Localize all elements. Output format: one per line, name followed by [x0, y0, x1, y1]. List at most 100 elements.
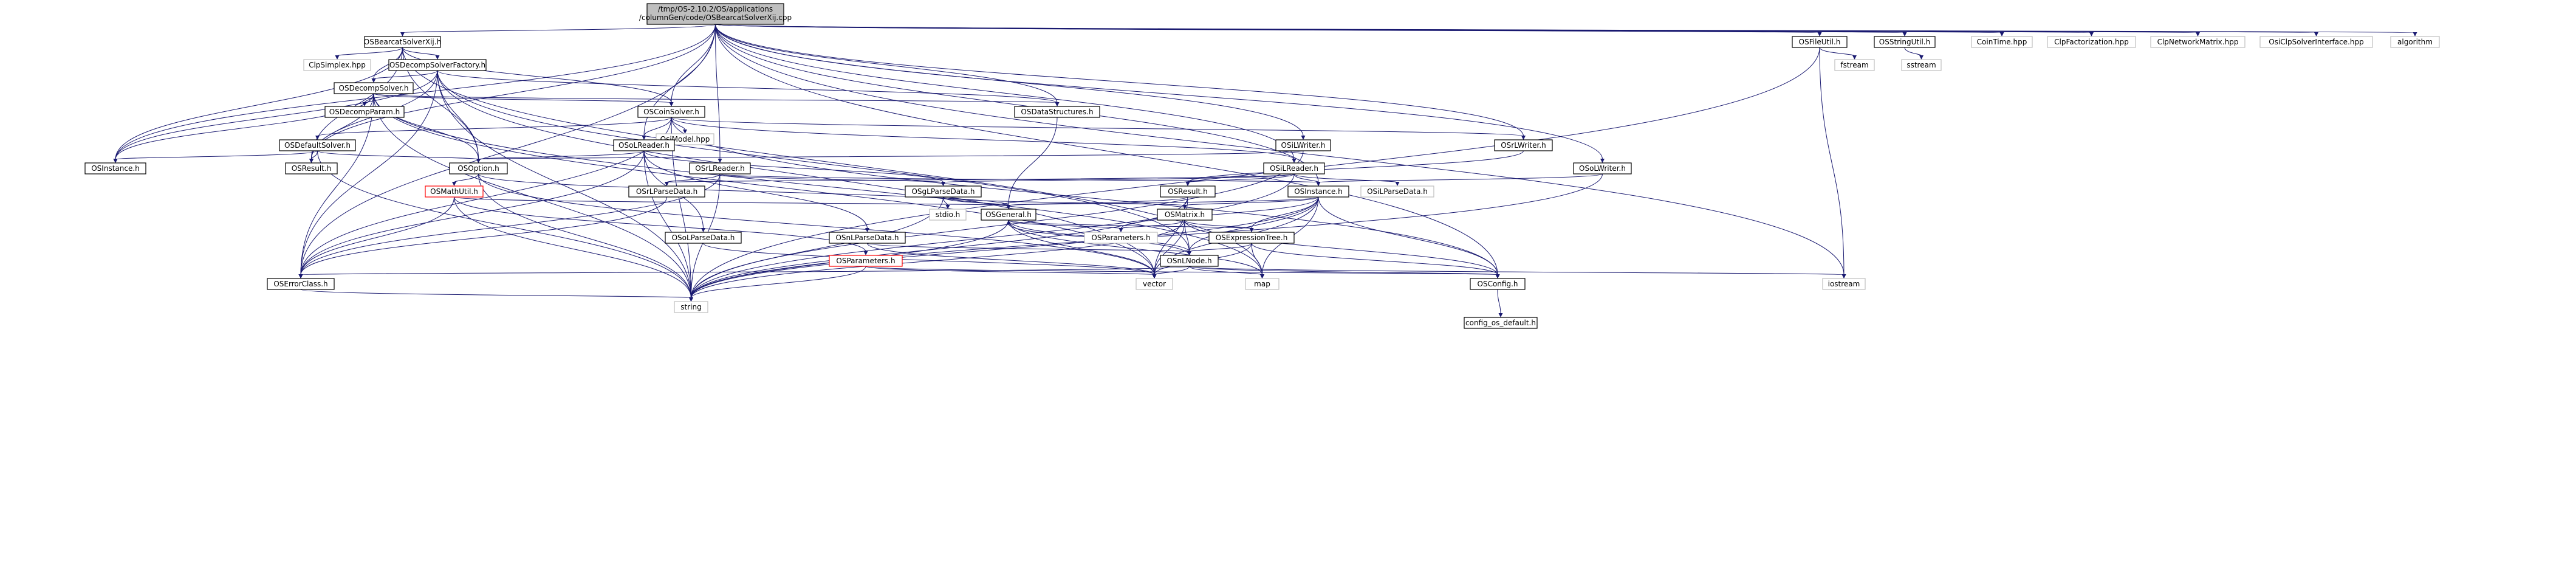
node-root[interactable]: /tmp/OS-2.10.2/OS/applications/columnGen…: [639, 3, 792, 25]
edge-arrowhead: [1152, 274, 1157, 278]
node-label: /columnGen/code/OSBearcatSolverXij.cpp: [639, 13, 792, 22]
node-box: [1263, 162, 1325, 174]
node-osdefaultsolver-h[interactable]: OSDefaultSolver.h: [279, 139, 356, 151]
edge: [300, 196, 667, 275]
node-osrlparsedata-h[interactable]: OSrLParseData.h: [628, 185, 705, 198]
edge: [115, 24, 716, 160]
node-map: map: [1245, 278, 1279, 290]
node-box: [2259, 36, 2373, 48]
edge-arrowhead: [113, 159, 118, 163]
edge: [373, 93, 672, 103]
node-osbearcatsolverxij-h[interactable]: OSBearcatSolverXij.h: [364, 36, 441, 48]
edge-arrowhead: [1395, 182, 1400, 186]
node-osdecompsolver-h[interactable]: OSDecompSolver.h: [334, 82, 414, 94]
node-osconfig-h[interactable]: OSConfig.h: [1470, 278, 1526, 290]
edge: [1187, 173, 1295, 183]
edge-arrowhead: [718, 159, 722, 163]
edge: [1251, 243, 1262, 275]
edge: [1189, 266, 1498, 275]
node-osdecompsolverfactory-h[interactable]: OSDecompSolverFactory.h: [388, 59, 487, 71]
edge: [437, 70, 691, 299]
edge: [1318, 196, 1498, 275]
node-osmathutil-h[interactable]: OSMathUtil.h: [425, 185, 484, 198]
edge-arrowhead: [1006, 220, 1011, 224]
node-box: [1275, 139, 1331, 151]
edge: [1184, 219, 1252, 229]
node-osgeneral-h[interactable]: OSGeneral.h: [981, 209, 1036, 221]
edge: [1819, 47, 1845, 275]
node-osinstance-h-left[interactable]: OSInstance.h: [84, 162, 146, 174]
edge: [1189, 243, 1252, 252]
edge-arrowhead: [1498, 313, 1503, 317]
node-label: OSBearcatSolverXij.h: [364, 38, 441, 46]
edge: [1120, 219, 1185, 229]
edge: [437, 70, 1058, 103]
node-osnlparsedata-h[interactable]: OSnLParseData.h: [829, 232, 906, 244]
edge: [691, 196, 944, 299]
node-box: [613, 139, 675, 151]
edge: [1293, 173, 1398, 183]
edge: [643, 150, 691, 299]
node-osdatastructures-h[interactable]: OSDataStructures.h: [1014, 106, 1100, 118]
node-box: [981, 209, 1036, 221]
edge: [478, 150, 1304, 160]
node-clpnetworkmatrix-hpp: ClpNetworkMatrix.hpp: [2150, 36, 2245, 48]
edge: [715, 24, 1058, 103]
node-osfileutil-h[interactable]: OSFileUtil.h: [1792, 36, 1848, 48]
node-label: ClpNetworkMatrix.hpp: [2157, 38, 2239, 46]
edge: [115, 47, 403, 160]
node-box: [829, 255, 903, 267]
node-osdecompparam-h[interactable]: OSDecompParam.h: [324, 106, 405, 118]
node-box: [1494, 139, 1553, 151]
edge: [715, 24, 1905, 33]
node-osoption-h[interactable]: OSOption.h: [449, 162, 508, 174]
node-osinstance-h[interactable]: OSInstance.h: [1287, 185, 1349, 198]
node-box: [1470, 278, 1526, 290]
node-osexpressiontree-h[interactable]: OSExpressionTree.h: [1208, 232, 1295, 244]
edge-arrowhead: [1118, 228, 1123, 232]
node-box: [364, 36, 441, 48]
edge: [666, 173, 1295, 183]
node-box: [689, 162, 751, 174]
node-osilwriter-h[interactable]: OSiLWriter.h: [1275, 139, 1331, 151]
node-osolreader-h[interactable]: OSoLReader.h: [613, 139, 675, 151]
node-osmatrix-h[interactable]: OSMatrix.h: [1157, 209, 1213, 221]
edge: [865, 266, 1498, 275]
node-osnlnode-h[interactable]: OSnLNode.h: [1160, 255, 1219, 267]
node-box: [449, 162, 508, 174]
edge-arrowhead: [665, 182, 669, 186]
edge-arrowhead: [1185, 182, 1190, 186]
node-box: [388, 59, 487, 71]
edge-arrowhead: [1919, 55, 1923, 60]
node-osresult-h[interactable]: OSResult.h: [1160, 185, 1216, 198]
node-clpfactorization-hpp: ClpFactorization.hpp: [2047, 36, 2136, 48]
node-cointime-hpp: CoinTime.hpp: [1971, 36, 2033, 48]
edge: [943, 173, 1295, 183]
edge: [715, 24, 2416, 33]
node-box: [1901, 59, 1942, 71]
node-box: [829, 232, 906, 244]
node-box: [1464, 317, 1538, 329]
node-box: [425, 185, 484, 198]
node-osparameters-h[interactable]: OSParameters.h: [829, 255, 903, 267]
node-osresult-h-left[interactable]: OSResult.h: [285, 162, 338, 174]
node-label: OSoLReader.h: [618, 141, 670, 150]
edge: [478, 173, 691, 299]
node-osglparsedata-h[interactable]: OSgLParseData.h: [905, 185, 982, 198]
node-osstringutil-h[interactable]: OSStringUtil.h: [1874, 36, 1936, 48]
node-osilreader-h[interactable]: OSiLReader.h: [1263, 162, 1325, 174]
node-osrlreader-h[interactable]: OSrLReader.h: [689, 162, 751, 174]
edge: [373, 93, 1058, 103]
edge-arrowhead: [309, 159, 313, 163]
node-osolwriter-h[interactable]: OSoLWriter.h: [1573, 162, 1632, 174]
edge: [317, 117, 672, 137]
node-oscoinsolver-h[interactable]: OSCoinSolver.h: [637, 106, 705, 118]
edge: [437, 70, 1190, 252]
edge-arrowhead: [1841, 274, 1846, 278]
node-osrlwriter-h[interactable]: OSrLWriter.h: [1494, 139, 1553, 151]
edge: [691, 150, 1304, 299]
node-osolparsedata-h[interactable]: OSoLParseData.h: [665, 232, 742, 244]
edge-arrowhead: [1999, 32, 2004, 36]
node-config-os-default-h[interactable]: config_os_default.h: [1464, 317, 1538, 329]
node-oserrorclass-h[interactable]: OSErrorClass.h: [267, 278, 335, 290]
